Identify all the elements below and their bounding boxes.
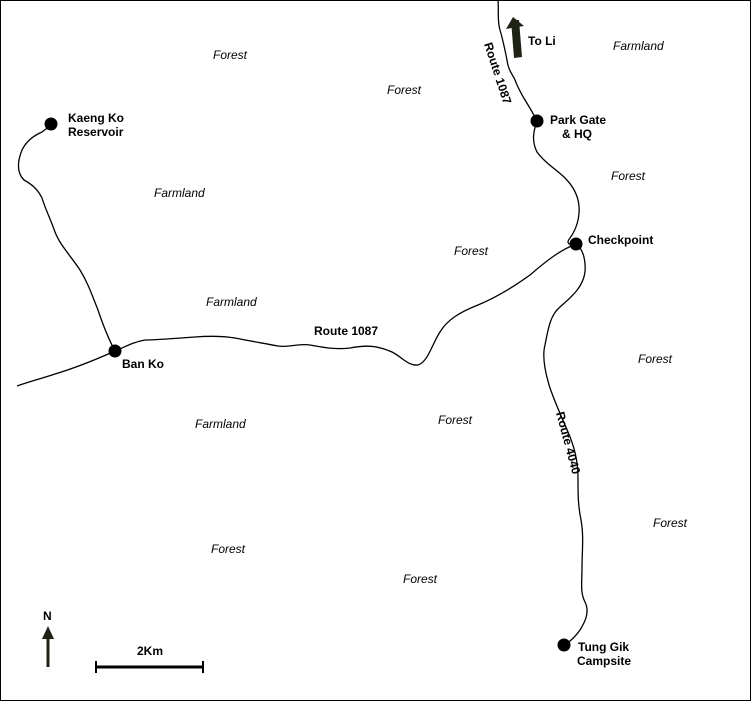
- scale-label: 2Km: [137, 644, 164, 658]
- area-label-farmland: Farmland: [195, 417, 246, 431]
- area-label-forest: Forest: [211, 542, 246, 556]
- route-4040-road: [543, 243, 588, 646]
- place-label-hq: & HQ: [562, 127, 592, 141]
- route-1087-west-road: [114, 243, 577, 366]
- place-label-park-gate: Park Gate: [550, 113, 607, 127]
- place-marker-park-gate: [530, 114, 544, 128]
- place-marker-tung-gik-campsite: [557, 638, 571, 652]
- north-label: N: [43, 609, 52, 623]
- route-1087-west-label: Route 1087: [314, 324, 379, 338]
- place-marker-ban-ko: [108, 344, 122, 358]
- place-label-kaeng-ko: Kaeng Ko: [68, 111, 125, 125]
- north-arrow-icon: [42, 626, 54, 667]
- place-marker-kaeng-ko-reservoir: [44, 117, 58, 131]
- route-1087-north-road: [497, 0, 538, 122]
- area-label-forest: Forest: [653, 516, 688, 530]
- area-label-forest: Forest: [403, 572, 438, 586]
- area-label-forest: Forest: [611, 169, 646, 183]
- place-label-checkpoint: Checkpoint: [588, 233, 654, 247]
- place-label-ban-ko: Ban Ko: [122, 357, 164, 371]
- area-label-forest: Forest: [638, 352, 673, 366]
- road-ban-ko-to-reservoir: [17, 123, 116, 352]
- place-marker-checkpoint: [569, 237, 583, 251]
- to-li-arrow-icon: [506, 17, 524, 58]
- area-label-farmland: Farmland: [206, 295, 257, 309]
- route-park-gate-to-checkpoint-road: [532, 120, 580, 245]
- direction-label-to-li: To Li: [528, 34, 556, 48]
- route-4040-label: Route 4040: [553, 410, 583, 476]
- area-label-forest: Forest: [438, 413, 473, 427]
- scale-bar: [95, 661, 204, 673]
- area-label-forest: Forest: [454, 244, 489, 258]
- road-ban-ko-west: [16, 350, 116, 387]
- place-label-tung-gik: Tung Gik: [578, 640, 630, 654]
- place-label-campsite: Campsite: [577, 654, 632, 668]
- area-label-farmland: Farmland: [613, 39, 664, 53]
- place-label-reservoir: Reservoir: [68, 125, 124, 139]
- route-1087-north-label: Route 1087: [481, 41, 514, 107]
- area-label-forest: Forest: [213, 48, 248, 62]
- area-label-farmland: Farmland: [154, 186, 205, 200]
- area-label-forest: Forest: [387, 83, 422, 97]
